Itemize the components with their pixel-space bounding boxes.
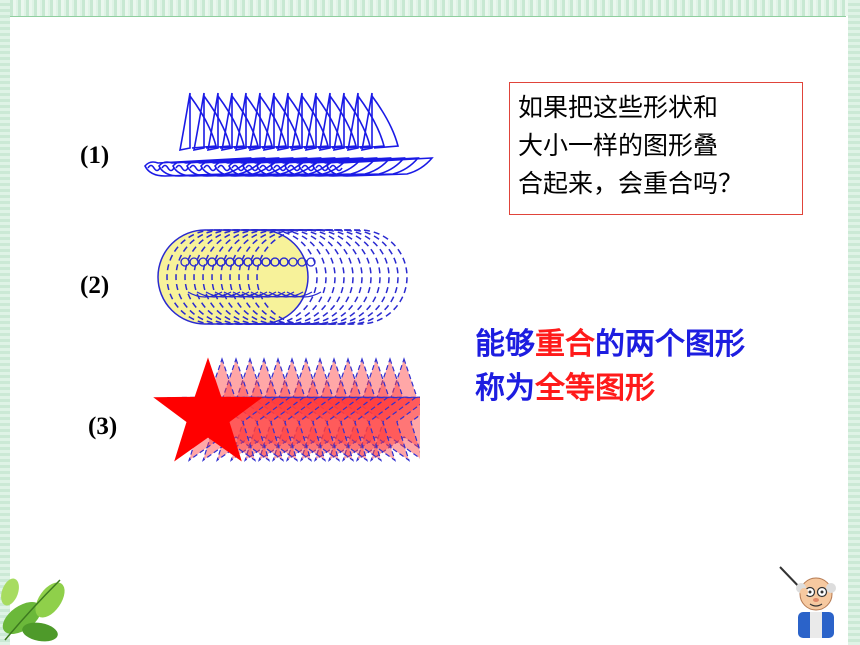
leaves-decoration-icon [1,578,65,642]
label-item-2: (2) [80,272,110,299]
frame-top-border [0,0,860,16]
star-icon [153,357,420,462]
definition-part-1: 能够 [475,327,535,362]
label-item-1: (1) [80,142,110,169]
question-line-2: 大小一样的图形叠 [518,131,719,160]
frame-right-border [848,0,860,645]
definition-part-2: 的两个图形 [595,327,745,362]
definition-line-2: 称为全等图形 [475,367,835,411]
frame-left-border [0,0,10,645]
cartoon-teacher-icon [779,566,836,638]
definition-text: 能够重合的两个图形 称为全等图形 [475,323,835,411]
definition-line-1: 能够重合的两个图形 [475,323,835,367]
label-item-3: (3) [88,413,118,440]
definition-highlight-1: 重合 [535,327,595,362]
question-box: 如果把这些形状和 大小一样的图形叠 合起来，会重合吗？ [509,82,803,215]
question-line-1: 如果把这些形状和 [518,93,719,122]
frame-inner-line [10,16,846,17]
sailboat-outline-icon [144,92,434,177]
definition-part-3: 称为 [475,371,535,406]
definition-highlight-2: 全等图形 [535,371,655,406]
smiley-capsule-icon [157,229,408,325]
question-line-3: 合起来，会重合吗？ [518,169,744,198]
